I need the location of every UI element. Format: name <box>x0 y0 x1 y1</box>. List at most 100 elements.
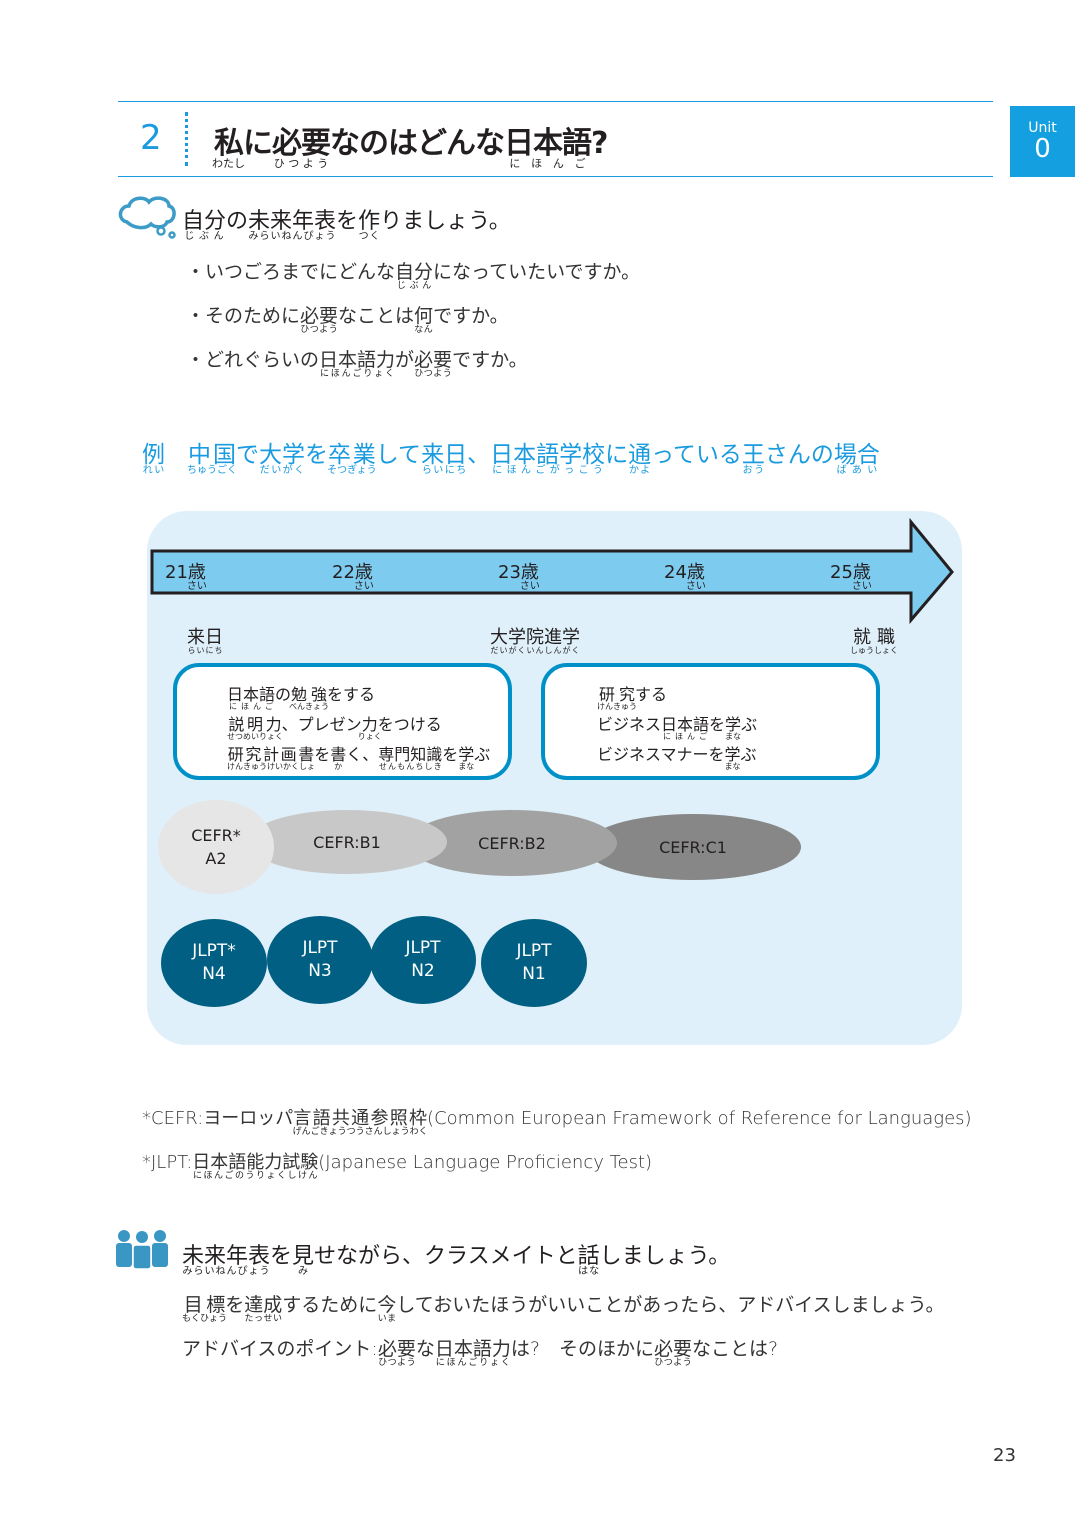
text-segment: なことは? <box>692 1338 779 1360</box>
text-segment: っている <box>651 442 742 468</box>
text-segment: を <box>442 745 459 764</box>
furigana-word: 大学だいがく <box>259 442 305 476</box>
text-segment: *JLPT: <box>142 1152 193 1173</box>
text-segment: ですか。 <box>452 349 528 371</box>
plan-box-1: 日本語にほんごの勉強べんきょうをする 説明力せつめいりょく、プレゼン力りょくをつ… <box>173 663 512 780</box>
furigana-reading: かよ <box>628 465 652 476</box>
plan-item: 説明力せつめいりょく、プレゼン力りょくをつける <box>227 711 442 741</box>
cefr-label: CEFR:C1 <box>659 837 727 857</box>
furigana-reading: まな <box>724 762 741 771</box>
furigana-word: 学まな <box>725 715 742 741</box>
text-segment: 23 <box>498 562 521 583</box>
text-segment: な <box>415 1338 435 1360</box>
furigana-word: 日本語にほんご <box>227 685 276 711</box>
text-segment: ですか。 <box>433 305 509 327</box>
text-segment: せながら、クラスメイトと <box>314 1244 578 1269</box>
furigana-reading: みらいねんぴょう <box>248 231 337 242</box>
furigana-word: 王おう <box>741 442 765 476</box>
unit-number: 0 <box>1034 134 1051 164</box>
furigana-word: 未来年表みらいねんぴょう <box>248 209 337 242</box>
furigana-reading: げんごきょうつうさんしょうわく <box>292 1127 428 1137</box>
furigana-reading: さい <box>186 581 207 592</box>
text-segment: で <box>236 442 259 468</box>
text-segment: を <box>270 1244 293 1269</box>
text-segment: なのはどんな <box>330 126 505 161</box>
furigana-word: 専門知識せんもんちしき <box>378 745 443 771</box>
age-23: 23歳さい <box>498 558 540 592</box>
furigana-reading: はな <box>577 1266 600 1277</box>
page-number: 23 <box>993 1445 1016 1466</box>
furigana-word: 日本語にほんご <box>661 715 710 741</box>
furigana-reading: だいがくいんしんがく <box>490 646 580 655</box>
furigana-word: 目標もくひょう <box>182 1294 228 1324</box>
furigana-word: 来日らいにち <box>187 627 223 655</box>
text-segment: しておいたほうがいいことがあったら、アドバイスしましょう。 <box>396 1294 945 1316</box>
furigana-word: 必要ひつよう <box>653 1338 692 1368</box>
cefr-level: A2 <box>205 849 227 868</box>
text-segment: 、 <box>467 442 491 468</box>
text-segment: アドバイスのポイント: <box>182 1338 378 1360</box>
milestone-employment: 就職しゅうしょく <box>850 623 898 655</box>
furigana-reading: りょく <box>357 732 382 741</box>
text-segment: の <box>275 685 292 704</box>
milestone-grad-school: 大学院進学だいがくいんしんがく <box>490 623 580 655</box>
furigana-word: 必要ひつよう <box>272 126 331 170</box>
plan-box-2: 研究けんきゅうする ビジネス日本語にほんごを学まなぶ ビジネスマナーを学まなぶ <box>541 663 880 780</box>
plan-item: 日本語にほんごの勉強べんきょうをする <box>227 681 376 711</box>
unit-label: Unit <box>1028 120 1057 136</box>
question-bullet: ・そのために必要ひつようなことは何なんですか。 <box>186 301 509 335</box>
furigana-reading: れい <box>142 465 165 476</box>
furigana-word: 作つく <box>358 209 381 242</box>
text-segment: して <box>375 442 422 468</box>
furigana-reading: べんきょう <box>289 702 330 711</box>
unit-tab: Unit 0 <box>1010 106 1075 177</box>
text-segment: 24 <box>664 562 687 583</box>
furigana-reading: けんきゅう <box>597 702 637 711</box>
furigana-reading: ばあい <box>833 465 880 476</box>
furigana-word: 今いま <box>377 1294 397 1324</box>
furigana-word: 学まな <box>724 745 741 771</box>
footnote-cefr: *CEFR:ヨーロッパ言語共通参照枠げんごきょうつうさんしょうわく(Common… <box>142 1104 972 1137</box>
furigana-reading: ちゅうごく <box>187 465 237 476</box>
text-segment: 、プレゼン <box>281 715 362 734</box>
furigana-word: 中国ちゅうごく <box>187 442 237 476</box>
furigana-word: 来日らいにち <box>421 442 468 476</box>
furigana-reading: か <box>330 762 347 771</box>
text-segment <box>165 442 188 468</box>
furigana-word: 学まな <box>458 745 475 771</box>
furigana-word: 研究けんきゅう <box>597 685 637 711</box>
furigana-reading: じぶん <box>395 281 434 291</box>
age-22: 22歳さい <box>332 558 374 592</box>
furigana-reading: にほんご <box>661 732 710 741</box>
furigana-reading: おう <box>741 465 765 476</box>
furigana-reading: らいにち <box>421 465 468 476</box>
text-segment: の <box>226 209 249 234</box>
furigana-reading: いま <box>377 1314 397 1324</box>
furigana-reading: ひつよう <box>300 325 339 335</box>
cefr-label: CEFR:B1 <box>313 832 381 852</box>
text-segment: をする <box>327 685 376 704</box>
text-segment: ビジネス <box>597 715 662 734</box>
dotted-divider <box>185 112 188 166</box>
jlpt-level: N4 <box>202 964 226 984</box>
furigana-reading: みらいねんぴょう <box>182 1266 271 1277</box>
task2-advice-points: アドバイスのポイント:必要ひつような日本語力にほんごりょくは? そのほかに必要ひ… <box>182 1334 779 1368</box>
jlpt-level: N3 <box>308 961 332 981</box>
furigana-word: 書か <box>330 745 347 771</box>
furigana-reading: まな <box>458 762 475 771</box>
furigana-word: 日本語力にほんごりょく <box>319 349 396 379</box>
text-segment: をつける <box>377 715 442 734</box>
furigana-reading: さい <box>353 581 374 592</box>
furigana-reading: だいがく <box>259 465 305 476</box>
furigana-word: 日本語学校にほんごがっこう <box>490 442 606 476</box>
text-segment: 22 <box>332 562 355 583</box>
furigana-word: 就職しゅうしょく <box>850 627 898 655</box>
age-21: 21歳さい <box>165 558 207 592</box>
cefr-b2: CEFR:B2 <box>407 810 617 876</box>
text-segment: に <box>243 126 273 161</box>
text-segment: ・どれぐらいの <box>186 349 320 371</box>
furigana-word: 例れい <box>142 442 165 476</box>
furigana-word: 歳さい <box>353 562 374 592</box>
text-segment: りましょう。 <box>380 209 511 234</box>
jlpt-label: JLPT <box>405 938 441 958</box>
